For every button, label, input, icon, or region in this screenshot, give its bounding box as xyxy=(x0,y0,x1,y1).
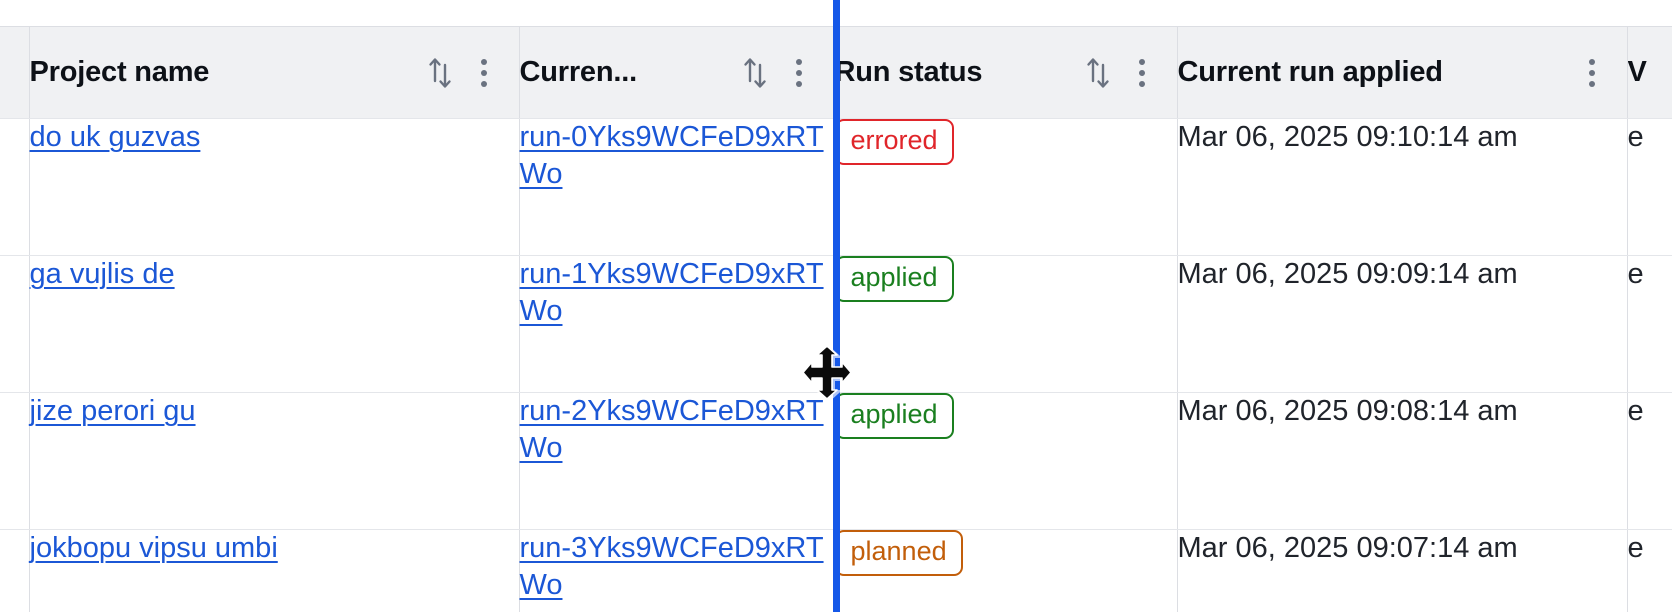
table-row[interactable]: jokbopu vipsu umbi run-3Yks9WCFeD9xRTWo … xyxy=(0,529,1672,612)
current-run-link[interactable]: run-1Yks9WCFeD9xRTWo xyxy=(519,258,824,328)
row-gutter-cell xyxy=(0,529,30,612)
cell-truncated: e xyxy=(1627,255,1672,393)
status-badge: planned xyxy=(834,530,963,576)
status-badge: applied xyxy=(834,256,954,302)
cell-project-name: ga vujlis de xyxy=(29,255,520,393)
current-run-link[interactable]: run-3Yks9WCFeD9xRTWo xyxy=(519,532,824,602)
current-run-applied-value: Mar 06, 2025 09:10:14 am xyxy=(1177,121,1518,153)
column-header-truncated[interactable]: V xyxy=(1627,26,1672,119)
cell-current-run: run-3Yks9WCFeD9xRTWo xyxy=(519,529,835,612)
column-header-project-name[interactable]: Project name xyxy=(29,26,520,119)
column-header-project-name-label: Project name xyxy=(29,56,210,88)
column-menu-icon[interactable] xyxy=(1125,53,1159,93)
cell-run-status: errored xyxy=(834,118,1178,256)
current-run-link[interactable]: run-2Yks9WCFeD9xRTWo xyxy=(519,395,824,465)
column-header-current-run-label: Curren... xyxy=(519,56,637,88)
project-name-link[interactable]: jokbopu vipsu umbi xyxy=(29,532,278,564)
truncated-cell-value: e xyxy=(1627,258,1644,290)
cell-current-run: run-2Yks9WCFeD9xRTWo xyxy=(519,392,835,530)
cell-project-name: do uk guzvas xyxy=(29,118,520,256)
project-name-link[interactable]: do uk guzvas xyxy=(29,121,201,153)
project-name-link[interactable]: jize perori gu xyxy=(29,395,196,427)
row-gutter-cell xyxy=(0,392,30,530)
current-run-applied-value: Mar 06, 2025 09:08:14 am xyxy=(1177,395,1518,427)
cell-current-run: run-1Yks9WCFeD9xRTWo xyxy=(519,255,835,393)
column-header-current-run-applied[interactable]: Current run applied xyxy=(1177,26,1628,119)
column-menu-icon[interactable] xyxy=(467,53,501,93)
sort-arrows-icon[interactable] xyxy=(1081,53,1115,93)
cell-truncated: e xyxy=(1627,118,1672,256)
column-header-gutter xyxy=(0,26,30,119)
table-header: Project name xyxy=(0,26,1672,119)
column-menu-icon[interactable] xyxy=(782,53,816,93)
truncated-cell-value: e xyxy=(1627,395,1644,427)
column-header-run-status-label: Run status xyxy=(834,56,983,88)
project-name-link[interactable]: ga vujlis de xyxy=(29,258,175,290)
cell-truncated: e xyxy=(1627,392,1672,530)
table-body: do uk guzvas run-0Yks9WCFeD9xRTWo errore… xyxy=(0,118,1672,612)
column-header-current-run-applied-label: Current run applied xyxy=(1177,56,1443,88)
cell-run-status: applied xyxy=(834,392,1178,530)
column-header-truncated-label: V xyxy=(1627,56,1647,88)
row-gutter-cell xyxy=(0,118,30,256)
cell-run-status: planned xyxy=(834,529,1178,612)
cell-truncated: e xyxy=(1627,529,1672,612)
table-row[interactable]: do uk guzvas run-0Yks9WCFeD9xRTWo errore… xyxy=(0,118,1672,256)
status-badge: applied xyxy=(834,393,954,439)
table-row[interactable]: ga vujlis de run-1Yks9WCFeD9xRTWo applie… xyxy=(0,255,1672,393)
status-badge: errored xyxy=(834,119,954,165)
truncated-cell-value: e xyxy=(1627,121,1644,153)
cell-current-run: run-0Yks9WCFeD9xRTWo xyxy=(519,118,835,256)
column-menu-icon[interactable] xyxy=(1575,53,1609,93)
cell-project-name: jize perori gu xyxy=(29,392,520,530)
sort-arrows-icon[interactable] xyxy=(423,53,457,93)
column-header-current-run[interactable]: Curren... xyxy=(519,26,835,119)
cell-current-run-applied: Mar 06, 2025 09:08:14 am xyxy=(1177,392,1628,530)
cell-project-name: jokbopu vipsu umbi xyxy=(29,529,520,612)
truncated-cell-value: e xyxy=(1627,532,1644,564)
table-row[interactable]: jize perori gu run-2Yks9WCFeD9xRTWo appl… xyxy=(0,392,1672,530)
header-row: Project name xyxy=(0,26,1672,119)
cell-run-status: applied xyxy=(834,255,1178,393)
row-gutter-cell xyxy=(0,255,30,393)
cell-current-run-applied: Mar 06, 2025 09:07:14 am xyxy=(1177,529,1628,612)
sort-arrows-icon[interactable] xyxy=(738,53,772,93)
column-header-run-status[interactable]: Run status xyxy=(834,26,1178,119)
cell-current-run-applied: Mar 06, 2025 09:10:14 am xyxy=(1177,118,1628,256)
projects-table: Project name xyxy=(0,26,1672,612)
current-run-link[interactable]: run-0Yks9WCFeD9xRTWo xyxy=(519,121,824,191)
cell-current-run-applied: Mar 06, 2025 09:09:14 am xyxy=(1177,255,1628,393)
current-run-applied-value: Mar 06, 2025 09:09:14 am xyxy=(1177,258,1518,290)
current-run-applied-value: Mar 06, 2025 09:07:14 am xyxy=(1177,532,1518,564)
